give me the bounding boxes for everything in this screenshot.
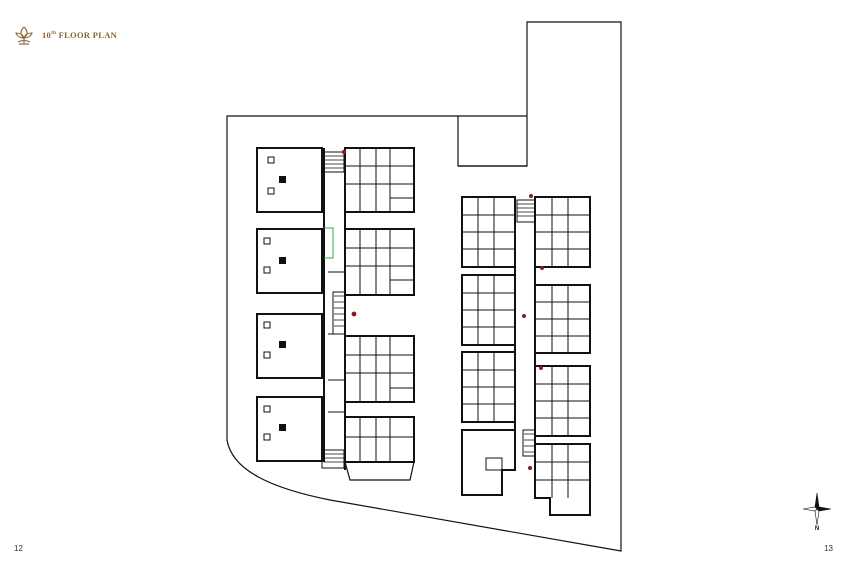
right-stair-hatch <box>517 203 535 453</box>
page-number-left: 12 <box>14 544 23 553</box>
page-title: 10th FLOOR PLAN <box>42 30 118 40</box>
page-number-right: 13 <box>824 544 833 553</box>
leaf-emblem-icon <box>15 26 33 45</box>
compass-north-label: N <box>815 526 819 531</box>
right-east-partitions <box>535 197 590 498</box>
right-west-units <box>461 196 516 496</box>
left-block-terraces <box>256 147 323 462</box>
right-red-markers <box>522 194 544 470</box>
right-east-units <box>534 196 591 516</box>
green-marker <box>324 227 334 259</box>
left-block-partitions <box>328 148 414 462</box>
left-red-markers <box>341 149 357 317</box>
left-stair-hatch <box>324 155 344 463</box>
north-arrow-compass-icon: N <box>802 492 832 531</box>
site-boundary <box>226 21 622 552</box>
left-block-corridor <box>321 148 346 470</box>
left-terrace-fixtures <box>263 156 275 441</box>
page-header: 10th FLOOR PLAN <box>14 24 117 46</box>
left-block-units <box>344 147 415 481</box>
right-west-partitions <box>462 197 515 471</box>
left-terrace-furniture <box>279 176 286 431</box>
